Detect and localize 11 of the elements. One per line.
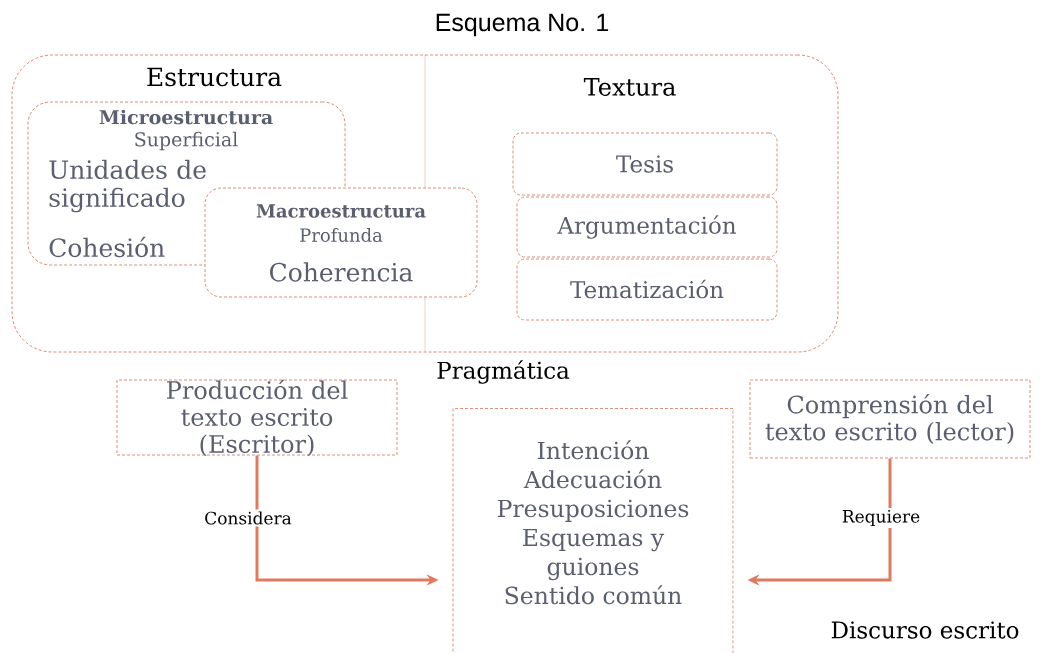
dashed-box: Comprensión del texto escrito (lector) — [749, 379, 1031, 459]
rounded-box: Argumentación — [516, 196, 778, 258]
label: Pragmática — [437, 360, 570, 384]
rounded-box: Tematización — [516, 258, 778, 321]
label: Discurso escrito — [831, 621, 1019, 639]
edge-label: Considera — [202, 509, 294, 527]
rounded-box: Tesis — [512, 132, 778, 196]
rounded-box: Macroestructura Profunda Coherencia — [204, 187, 478, 298]
dashed-box: Producción del texto escrito (Escritor) — [116, 379, 398, 457]
dashed-box: Intención Adecuación Presuposiciones Esquemas y guiones Sentido común — [452, 408, 734, 653]
title: Esquema No. 1 — [436, 13, 609, 37]
